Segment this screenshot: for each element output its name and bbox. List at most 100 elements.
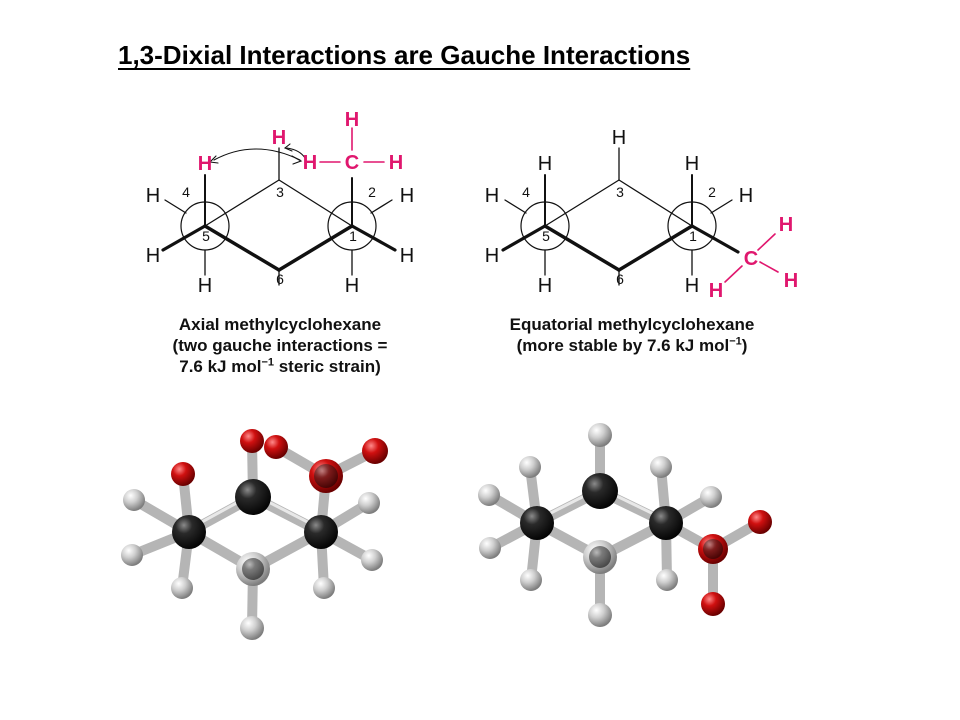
equatorial-caption-line: (more stable by 7.6 kJ mol−1) — [516, 335, 748, 355]
hydrogen-atom — [519, 456, 541, 478]
bond — [710, 199, 733, 214]
hydrogen-label: H — [146, 245, 160, 267]
hydrogen-label: H — [612, 127, 626, 149]
hydrogen-label: H — [538, 153, 552, 175]
page-title: 1,3-Dixial Interactions are Gauche Inter… — [118, 40, 691, 70]
ring-bond — [277, 224, 354, 272]
bond — [350, 224, 397, 252]
carbon-atom — [582, 473, 618, 509]
hydrogen-atom — [748, 510, 772, 534]
methyl-bond — [757, 233, 776, 251]
hydrogen-label: H — [685, 275, 699, 297]
interaction-arrow — [286, 147, 306, 159]
hydrogen-atom — [479, 537, 501, 559]
axial-h-c5: H — [198, 153, 212, 175]
bond — [161, 224, 207, 252]
hydrogen-atom — [588, 423, 612, 447]
ring-bond — [204, 179, 280, 227]
methyl-h-upper: H — [779, 214, 793, 236]
methyl-h-inner: H — [272, 127, 286, 149]
arrow-head — [208, 155, 219, 164]
hydrogen-label: H — [538, 275, 552, 297]
carbon-atom — [520, 506, 554, 540]
hydrogen-label: H — [685, 153, 699, 175]
ring-bond — [544, 179, 620, 227]
equatorial-caption: Equatorial methylcyclohexane (more stabl… — [482, 314, 782, 356]
ring-bond — [543, 224, 621, 272]
methyl-h-right: H — [389, 152, 403, 174]
axial-caption: Axial methylcyclohexane (two gauche inte… — [140, 314, 420, 377]
methyl-bond — [724, 265, 743, 283]
ring-bond — [203, 224, 281, 272]
ring-number-4: 4 — [522, 184, 530, 200]
axial-ball-and-stick-model — [121, 429, 388, 640]
methyl-carbon: C — [345, 152, 359, 174]
hydrogen-atom — [588, 603, 612, 627]
hydrogen-atom — [701, 592, 725, 616]
hydrogen-label: H — [485, 185, 499, 207]
carbon-atom — [235, 479, 271, 515]
equatorial-labels: H H H H H H H H H C H H 4 3 2 5 1 6 — [485, 127, 798, 302]
hydrogen-atom — [264, 435, 288, 459]
arrow-head — [291, 155, 303, 165]
ring-bond — [617, 224, 694, 272]
interaction-arrow — [213, 148, 301, 161]
ring-bond — [278, 179, 353, 227]
bond — [504, 199, 527, 214]
hydrogen-label: H — [345, 275, 359, 297]
hydrogen-atom — [520, 569, 542, 591]
bond — [164, 199, 187, 214]
hydrogen-label: H — [198, 275, 212, 297]
hydrogen-label: H — [146, 185, 160, 207]
hydrogen-atom — [313, 577, 335, 599]
carbon-atom — [649, 506, 683, 540]
ring-number-3: 3 — [616, 184, 624, 200]
arrow-head — [283, 143, 293, 152]
bond — [370, 199, 393, 214]
hydrogen-atom — [171, 577, 193, 599]
methyl-h-top: H — [345, 109, 359, 131]
axial-structure — [161, 127, 397, 286]
ring-number-4: 4 — [182, 184, 190, 200]
bond — [690, 224, 740, 254]
hydrogen-atom — [171, 462, 195, 486]
ring-number-2: 2 — [708, 184, 716, 200]
hydrogen-label: H — [400, 245, 414, 267]
ring-number-6: 6 — [276, 271, 284, 287]
methyl-carbon: C — [744, 248, 758, 270]
ring-number-2: 2 — [368, 184, 376, 200]
hydrogen-atom — [700, 486, 722, 508]
equatorial-ball-and-stick-model — [478, 423, 772, 627]
axial-caption-line: 7.6 kJ mol−1 steric strain) — [179, 356, 381, 376]
hydrogen-atom — [240, 429, 264, 453]
hydrogen-atom — [650, 456, 672, 478]
ring-bond — [618, 179, 693, 227]
hydrogen-atom — [362, 438, 388, 464]
equatorial-structure — [501, 147, 779, 286]
carbon-atom — [589, 546, 611, 568]
hydrogen-atom — [240, 616, 264, 640]
equatorial-caption-line: Equatorial methylcyclohexane — [509, 315, 755, 334]
axial-caption-line: (two gauche interactions = — [172, 336, 388, 355]
axial-caption-line: Axial methylcyclohexane — [178, 315, 382, 334]
methyl-h-bottom: H — [709, 280, 723, 302]
hydrogen-atom — [358, 492, 380, 514]
ring-number-3: 3 — [276, 184, 284, 200]
ring-number-6: 6 — [616, 271, 624, 287]
hydrogen-atom — [123, 489, 145, 511]
hydrogen-label: H — [739, 185, 753, 207]
carbon-atom — [304, 515, 338, 549]
hydrogen-label: H — [485, 245, 499, 267]
hydrogen-atom — [361, 549, 383, 571]
ring-number-5: 5 — [542, 228, 550, 244]
methyl-h-lower: H — [784, 270, 798, 292]
axial-labels: H H H H C H H H H H H H 4 3 2 5 1 6 — [146, 109, 414, 297]
methyl-h-left: H — [303, 152, 317, 174]
hydrogen-atom — [656, 569, 678, 591]
ring-number-1: 1 — [349, 228, 357, 244]
ring-number-1: 1 — [689, 228, 697, 244]
bond — [501, 224, 547, 252]
carbon-atom — [242, 558, 264, 580]
hydrogen-atom — [121, 544, 143, 566]
